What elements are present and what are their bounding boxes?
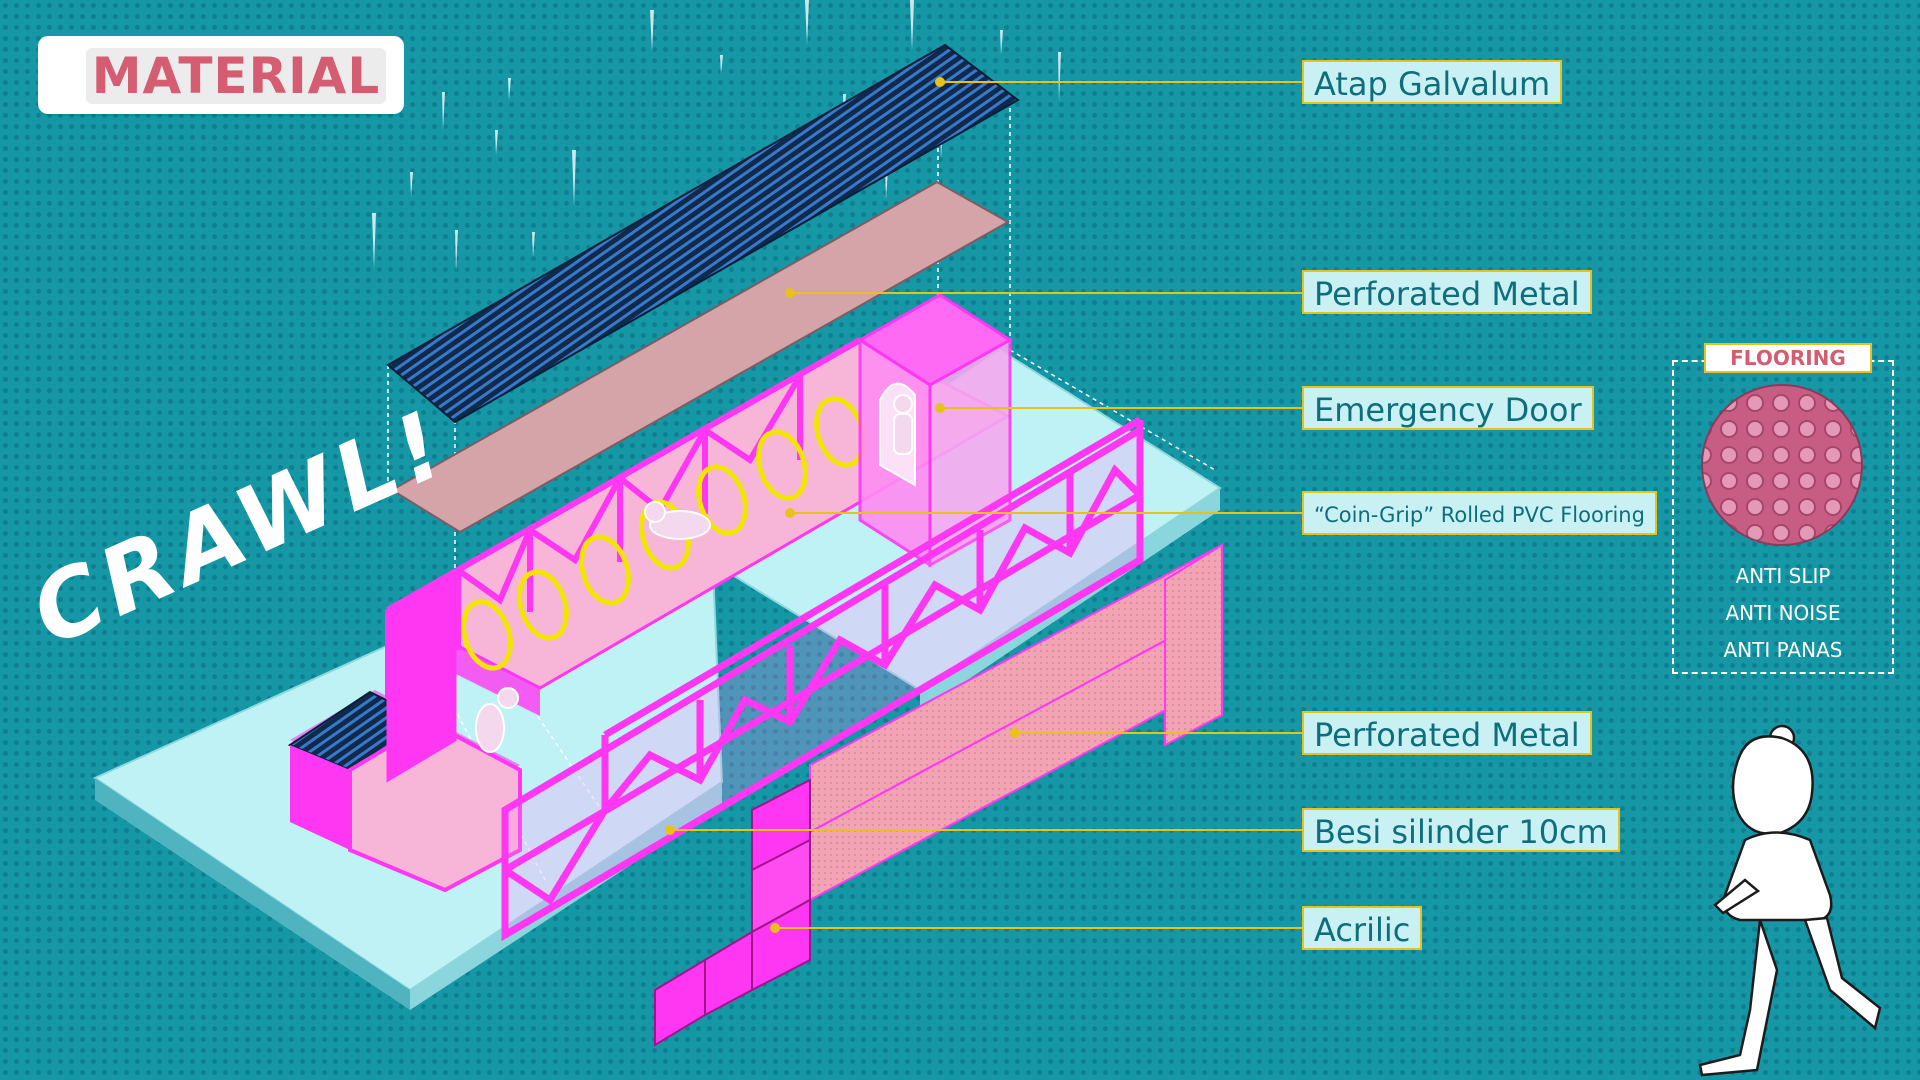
entry-box	[287, 569, 522, 893]
child-figure-illustration	[1698, 724, 1882, 1077]
label-besi-silinder: Besi silinder 10cm	[1302, 808, 1620, 852]
flooring-feature-anti-noise: ANTI NOISE	[1725, 601, 1841, 625]
label-perforated-metal-side: Perforated Metal	[1302, 711, 1592, 755]
label-emergency-door: Emergency Door	[1302, 386, 1594, 430]
roof-galvalum	[386, 43, 1020, 424]
flooring-feature-anti-panas: ANTI PANAS	[1723, 638, 1843, 662]
flooring-heading: FLOORING	[1704, 343, 1872, 373]
coin-grip-texture-sample	[1701, 384, 1863, 546]
flooring-info-panel	[1672, 360, 1894, 674]
acrilic-panels	[654, 778, 811, 1047]
page-title: MATERIAL	[86, 48, 386, 104]
label-perforated-metal-top: Perforated Metal	[1302, 270, 1592, 314]
label-roof-galvalum: Atap Galvalum	[1302, 60, 1563, 104]
leader-lines	[665, 77, 1302, 933]
title-badge: MATERIAL	[38, 36, 404, 114]
flooring-feature-anti-slip: ANTI SLIP	[1735, 564, 1831, 588]
truss-frame	[501, 416, 1144, 942]
emergency-door-box	[857, 293, 1013, 568]
perforated-metal-side-panels	[809, 543, 1223, 902]
label-acrilic: Acrilic	[1302, 906, 1423, 950]
perforated-metal-top-panel	[390, 180, 1011, 534]
label-coin-grip-flooring: “Coin-Grip” Rolled PVC Flooring	[1302, 491, 1657, 535]
